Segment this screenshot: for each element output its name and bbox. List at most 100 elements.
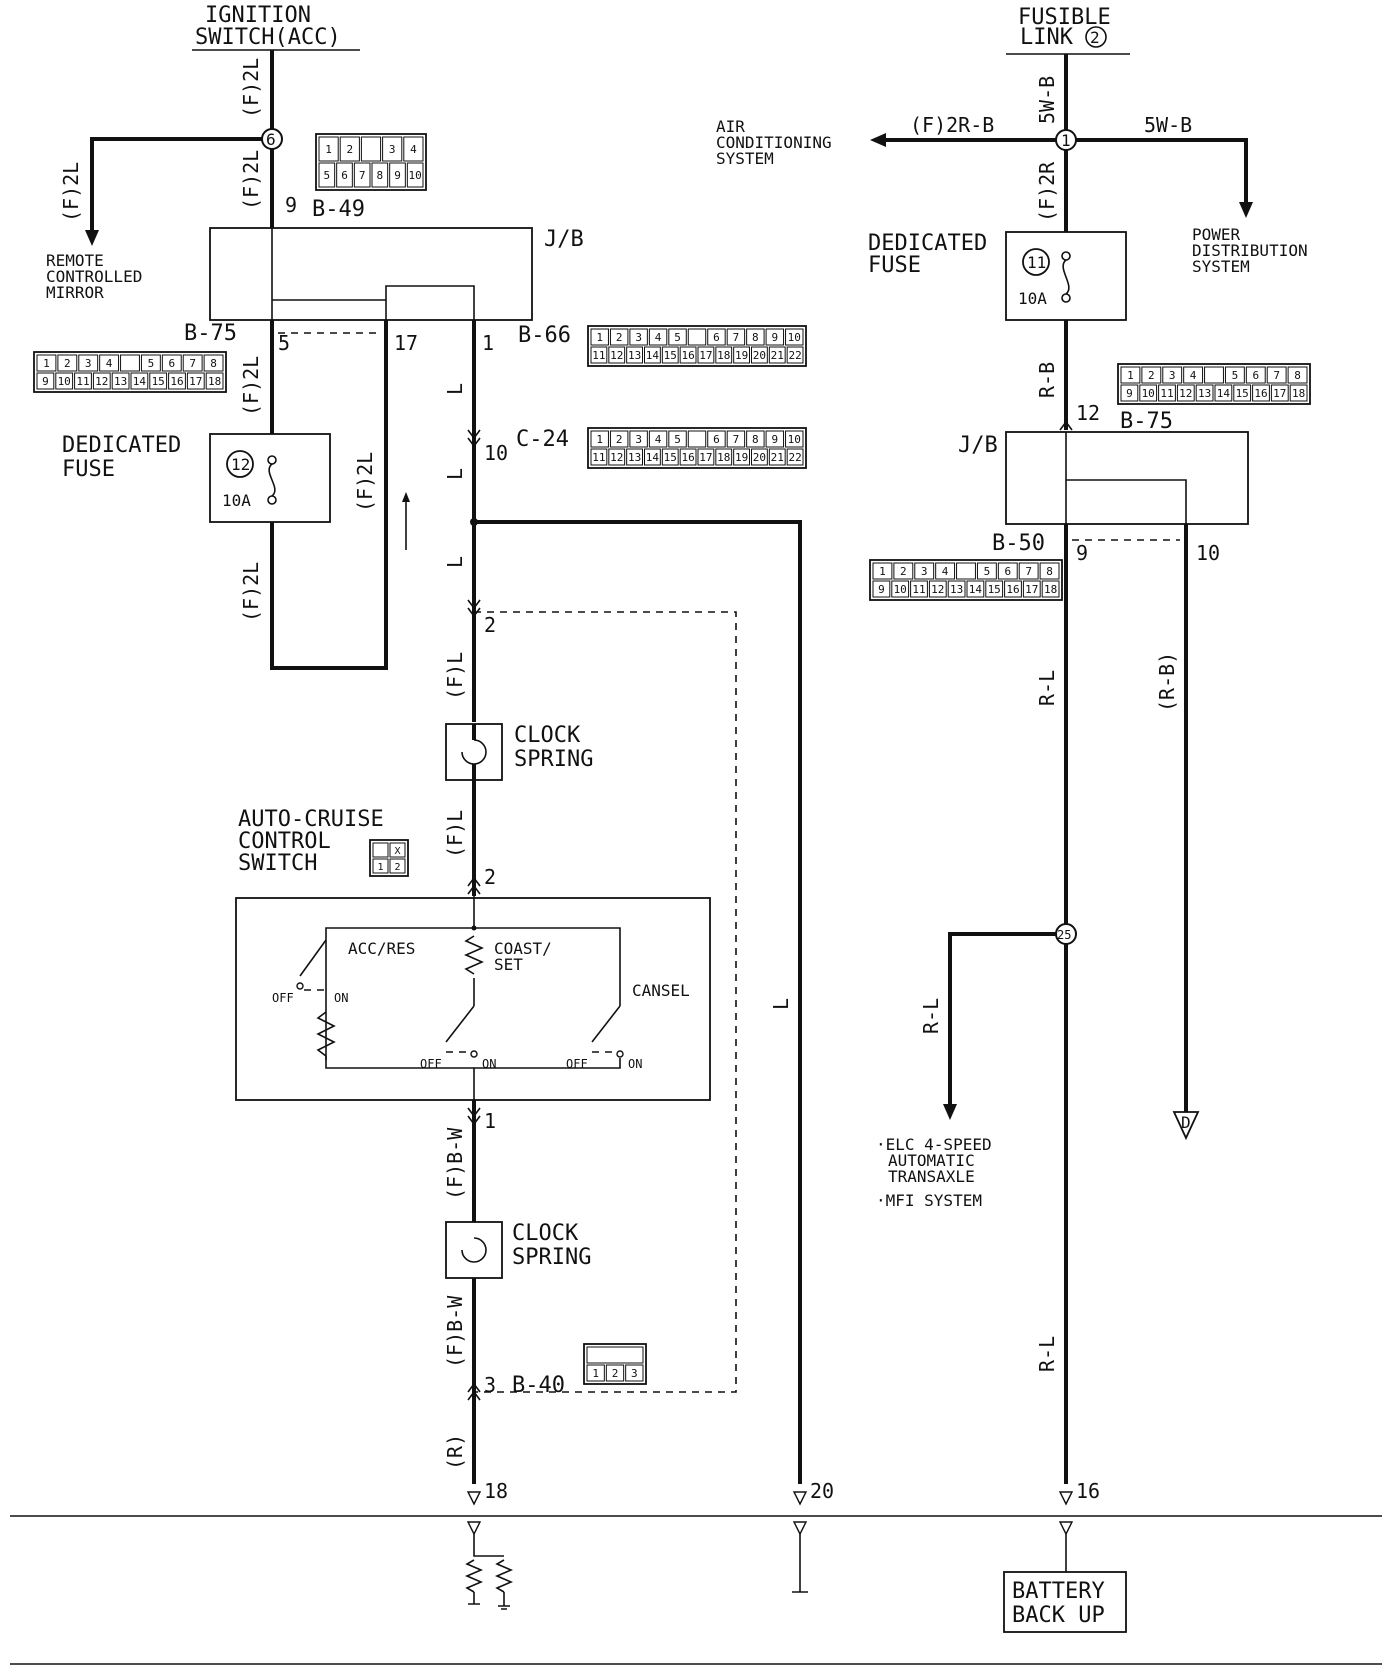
c24-pin-number: 7 [733,433,740,446]
jb-left-internal-1b [385,285,475,320]
splice-node-6-label: 6 [266,130,276,149]
pin-18-label: 18 [484,1479,508,1503]
c24-pin-number: 4 [655,433,662,446]
fuse-11-terminal-bottom [1061,293,1071,303]
b50-pin-number: 14 [969,583,983,596]
b75-left-cell [55,372,74,390]
fuse-11-number: 11 [1027,253,1046,272]
c24-cell [715,448,733,466]
c24-cell [608,448,626,466]
wire-label-rl-3: R-L [1035,1336,1059,1372]
fuse-12-terminal-bottom [267,495,277,505]
b50-cell [1018,562,1039,580]
terminal-20-line [792,1534,808,1593]
acs-cell [389,842,406,858]
b66-cell [590,328,609,346]
b75-right-cell [1266,366,1287,384]
arrow-air-conditioning-icon [870,133,886,147]
wire-label-f2l-mid: (F)2L [239,150,263,210]
b75-left-pin-number: 14 [133,375,147,388]
b75-right-cell [1204,366,1224,384]
wire-to-power-distribution [1076,138,1248,204]
c24-pin-number: 21 [771,451,784,464]
dedicated-fuse-12-label-2: FUSE [62,457,115,482]
b75-left-cell [168,372,186,390]
junction-block-left [209,227,533,321]
c24-pin-number: 8 [752,433,759,446]
b66-pin-number: 10 [788,331,801,344]
pin-9r-label: 9 [1076,541,1088,565]
battery-backup-box [1003,1571,1127,1633]
wire-label-l-1: L [443,383,467,395]
wire-label-fl-2: (F)L [443,810,467,858]
b50-cell [893,562,914,580]
splice-node-1-label: 1 [1061,131,1071,150]
b49-cell [336,162,353,188]
junction-block-right [1005,431,1249,525]
wire-label-f2l-5: (F)2L [239,356,263,416]
ground-18b-icon [498,1592,510,1610]
jb-right-internal-10 [1066,479,1187,524]
b50-pin-number: 10 [894,583,907,596]
elc-label-1: ·ELC 4-SPEED [876,1135,992,1154]
b75-right-pin-number: 2 [1148,369,1155,382]
b49-pin-number: 5 [324,169,331,182]
c24-cell [626,448,644,466]
b50-pin-number: 3 [921,565,928,578]
b40-pin-number: 1 [592,1367,599,1380]
b75-right-pin-number: 4 [1190,369,1197,382]
wire-label-fbw-2: (F)B-W [443,1295,467,1368]
b50-pin-number: 5 [984,565,991,578]
b75-right-cell [1162,366,1183,384]
b75-left-cell [186,372,205,390]
b66-pin-number: 6 [713,331,720,344]
b75-left-pin-number: 16 [170,375,183,388]
connector-b75-label: B-75 [184,321,237,346]
c24-cell [751,448,768,466]
c24-cell [679,448,697,466]
c24-pin-number: 13 [628,451,641,464]
b75-right-cell [1289,384,1308,402]
b75-right-pin-number: 13 [1198,387,1211,400]
acc-res-contact [296,982,304,990]
c24-pin-number: 2 [616,433,623,446]
coast-set-contact [470,1050,478,1058]
b50-cell [1039,562,1060,580]
b49-pin-number: 7 [359,169,366,182]
connector-c24-arrow-icon [467,429,481,448]
acs-pin-number: 1 [377,862,383,873]
wire-remote-mirror [90,137,262,232]
c24-pin-number: 3 [635,433,642,446]
wire-to-elc [948,932,1056,1106]
dedicated-fuse-11-label-2: FUSE [868,253,921,278]
b66-cell [697,346,715,364]
b75-right-cell [1233,384,1252,402]
b50-pin-number: 15 [988,583,1001,596]
b50-cell [1041,580,1060,598]
b75-left-pin-number: 11 [76,375,89,388]
c24-pin-number: 19 [735,451,748,464]
elc-label-3: TRANSAXLE [888,1167,975,1186]
wire-fuse12-loop [270,320,388,670]
fusible-link-label-2: LINK [1020,25,1074,50]
b66-pin-number: 13 [628,349,641,362]
c24-cell [746,430,765,448]
b50-pin-number: 12 [931,583,944,596]
c24-pin-number: 1 [596,433,603,446]
b75-right-cell [1287,366,1308,384]
b75-left-cell [130,372,149,390]
b75-left-cell [161,354,182,372]
air-label-1: AIR [716,117,745,136]
b49-cell [389,162,406,188]
acs-label-2: CONTROL [238,829,331,854]
b66-pin-number: 21 [771,349,784,362]
switch-bottom-bus [473,1058,621,1100]
b75-left-pin-number: 1 [43,357,50,370]
pin-1-label: 1 [482,331,494,355]
pin-2-arrow-icon [467,599,481,618]
connector-d-triangle-icon [1172,1111,1200,1141]
b75-left-pin-number: 13 [114,375,127,388]
wire-label-f2l-low: (F)2L [239,562,263,622]
b66-cell [715,346,733,364]
